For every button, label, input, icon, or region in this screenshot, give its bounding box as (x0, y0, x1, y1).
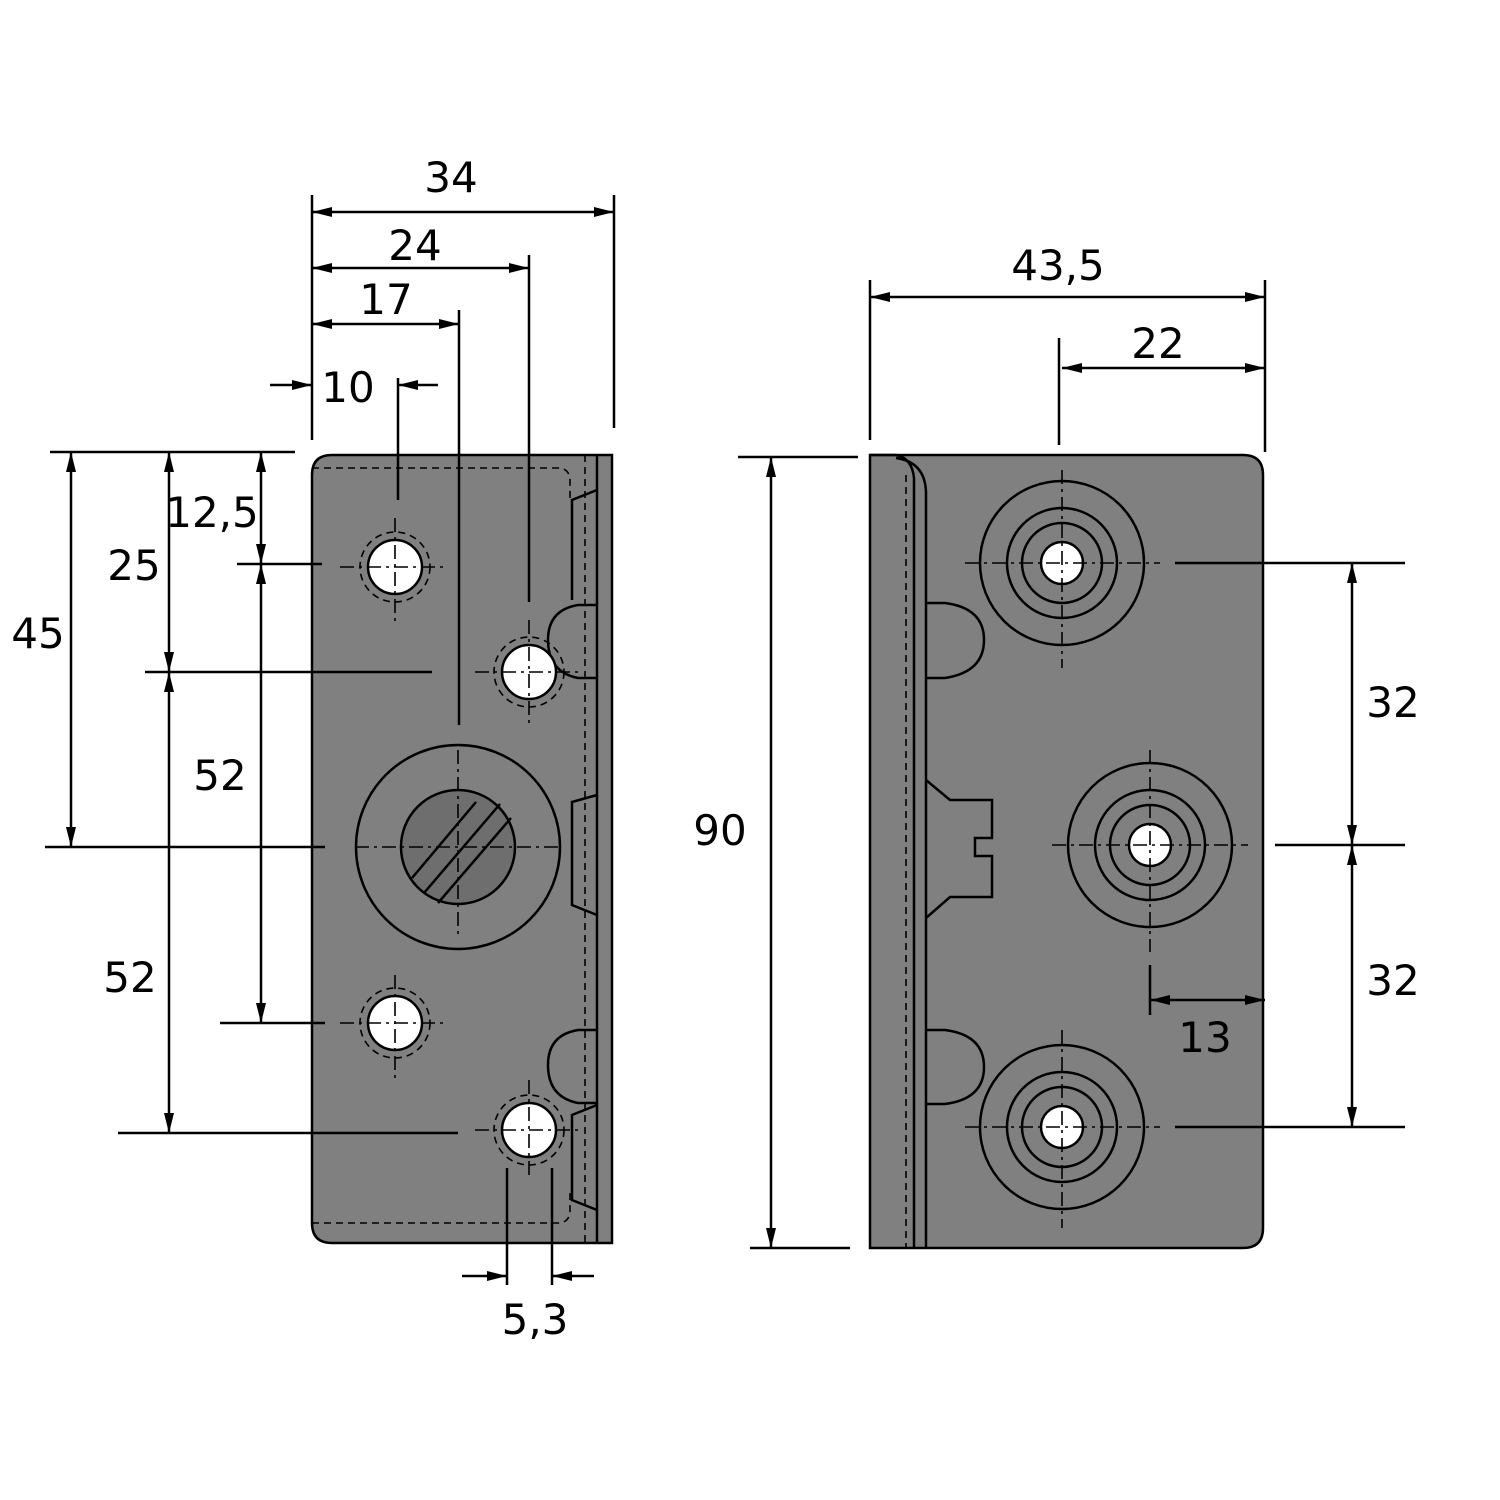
left-hole-2 (475, 620, 583, 725)
right-hole-bottom (965, 1030, 1160, 1228)
dim-label-22: 22 (1131, 319, 1184, 368)
left-notch-tab-2 (546, 1028, 597, 1105)
dim-label-25: 25 (107, 541, 160, 590)
dim-label-45: 45 (11, 609, 64, 658)
left-boss-slot-hatching (411, 801, 512, 904)
dim-label-10: 10 (321, 363, 374, 412)
dim-label-34: 34 (424, 153, 477, 202)
left-hidden-top (312, 467, 571, 500)
right-hole-top (965, 470, 1160, 668)
dim-label-52-a: 52 (193, 751, 246, 800)
right-plate-body (868, 453, 1265, 1250)
right-tab-1 (926, 601, 986, 680)
left-notch-1 (570, 488, 598, 600)
left-hidden-bottom (312, 1190, 571, 1224)
left-hole-3 (340, 975, 448, 1078)
dim-label-32-a: 32 (1366, 678, 1419, 727)
left-notch-2 (570, 793, 598, 917)
left-view: 34 24 17 10 12,5 25 45 52 52 5,3 (11, 153, 616, 1344)
right-latch (925, 779, 994, 919)
right-flange-edge-2 (895, 456, 928, 1248)
dim-label-52-b: 52 (103, 953, 156, 1002)
right-hole-middle (1052, 750, 1248, 952)
dim-label-17: 17 (359, 275, 412, 324)
dim-label-90: 90 (693, 806, 746, 855)
dim-label-12-5: 12,5 (165, 488, 259, 537)
dim-label-24: 24 (388, 221, 441, 270)
dim-label-32-b: 32 (1366, 956, 1419, 1005)
left-hole-4 (475, 1080, 583, 1180)
left-hole-1 (340, 518, 448, 622)
dim-label-5-3: 5,3 (502, 1295, 569, 1344)
right-tab-2 (926, 1028, 986, 1106)
left-notch-tab-1 (546, 603, 597, 680)
right-view: 43,5 22 90 32 32 13 (693, 241, 1420, 1250)
left-notch-3 (570, 1103, 598, 1212)
dim-label-43-5: 43,5 (1011, 241, 1105, 290)
dim-label-13: 13 (1178, 1013, 1231, 1062)
